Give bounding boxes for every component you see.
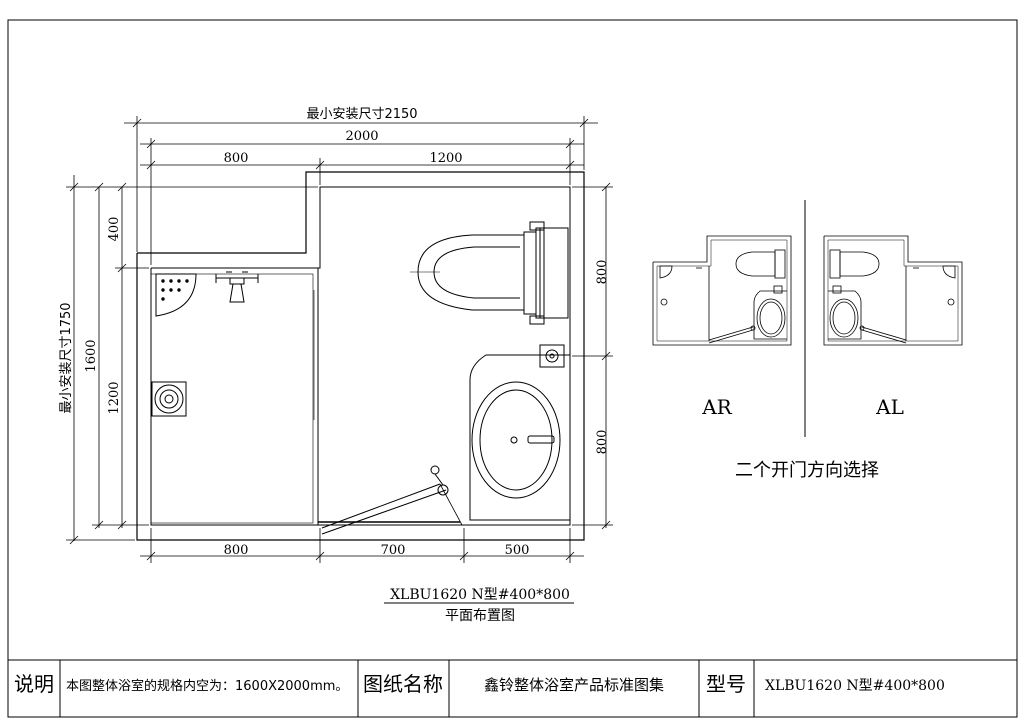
dim-bottom-right: 500 — [505, 543, 530, 558]
dim-bottom-left: 800 — [224, 543, 249, 558]
dim-right-bottom: 800 — [595, 430, 610, 455]
dim-top-left: 800 — [224, 151, 249, 166]
dimension-lines — [66, 116, 613, 563]
shower-door — [318, 465, 463, 535]
model-label: 型号 — [706, 672, 746, 696]
toilet — [410, 221, 569, 325]
dim-right-top: 800 — [595, 260, 610, 285]
floor-drain — [151, 381, 187, 417]
title-block — [59, 660, 755, 717]
variant-ar-label: AR — [701, 395, 732, 419]
desc-text: 本图整体浴室的规格内空为：1600X2000mm。 — [66, 678, 348, 694]
model-text: XLBU1620 N型#400*800 — [765, 678, 945, 694]
wash-basin — [471, 381, 561, 499]
main-plan — [136, 171, 585, 541]
dim-left-top: 400 — [107, 217, 122, 242]
shower-mixer — [215, 271, 259, 303]
variant-ar-plan — [652, 235, 792, 346]
model-title: XLBU1620 N型#400*800 — [390, 587, 570, 603]
desc-label: 说明 — [14, 672, 54, 696]
dim-left-bottom: 1200 — [107, 381, 122, 414]
variant-caption: 二个开门方向选择 — [735, 460, 879, 481]
plan-inner-wall — [150, 186, 571, 526]
plan-outer-outline — [136, 171, 585, 541]
name-label: 图纸名称 — [363, 672, 443, 696]
shower-tray — [150, 273, 314, 524]
sheet-frame — [7, 19, 1018, 718]
dim-total-width: 2000 — [345, 129, 378, 144]
variant-al-label: AL — [875, 395, 904, 419]
name-text: 鑫铃整体浴室产品标准图集 — [484, 676, 664, 694]
basin-counter — [469, 354, 570, 521]
basin-tap — [539, 344, 565, 368]
corner-shelf — [155, 273, 197, 317]
min-install-height-label: 最小安装尺寸1750 — [59, 302, 74, 413]
plan-title: 平面布置图 — [445, 608, 515, 624]
dimension-labels: 最小安装尺寸2150 2000 800 1200 800 700 500 最小安… — [59, 107, 610, 558]
dim-total-height: 1600 — [84, 339, 99, 372]
variant-al-plan — [823, 235, 963, 346]
dim-top-right: 1200 — [429, 151, 462, 166]
min-install-width-label: 最小安装尺寸2150 — [306, 107, 417, 122]
dim-bottom-middle: 700 — [381, 543, 406, 558]
